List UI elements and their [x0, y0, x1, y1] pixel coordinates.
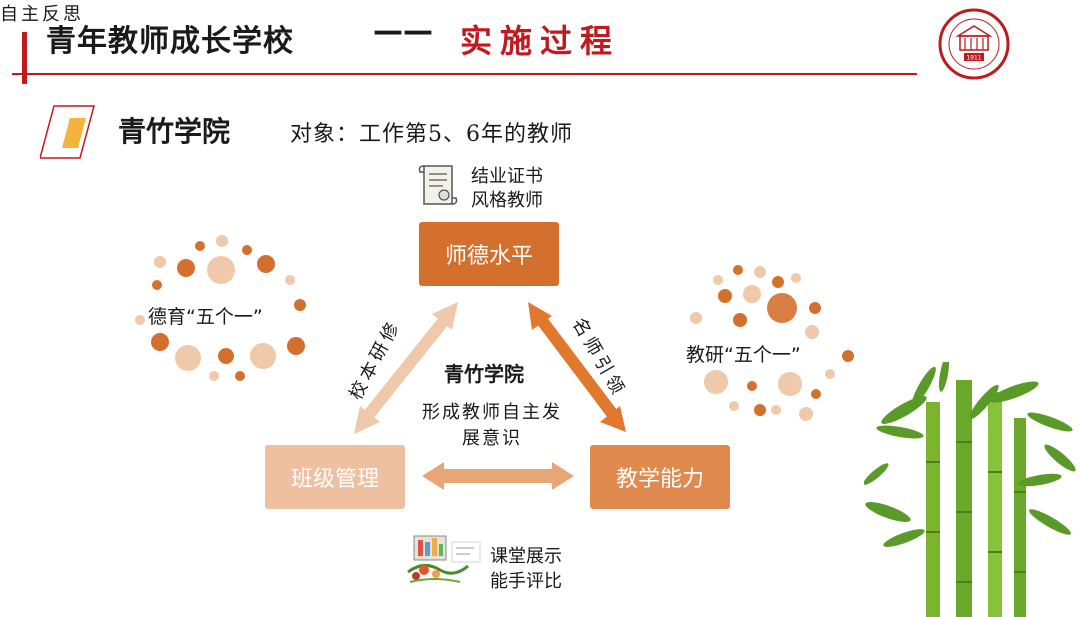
certificate-icon	[418, 165, 458, 205]
center-title: 青竹学院	[444, 362, 524, 386]
box-class-management-label: 班级管理	[290, 467, 379, 492]
arrow-label-school-training: 校本研修	[345, 315, 406, 404]
header-bar	[22, 32, 27, 84]
classroom-award-icon	[407, 535, 481, 583]
bamboo-illustration	[864, 362, 1076, 617]
title-separator: ——	[373, 14, 433, 49]
section-target: 对象：工作第5、6年的教师	[290, 122, 573, 147]
certificate-line2: 风格教师	[471, 190, 543, 211]
arrow-label-master-guidance: 名师引领	[567, 314, 630, 402]
box-teaching-ability-label: 教学能力	[615, 467, 704, 492]
title-accent: 实施过程	[460, 22, 621, 60]
box-teacher-ethics: 师德水平	[419, 222, 559, 286]
moral-education-label: 德育“五个一”	[148, 306, 263, 328]
section-title: 青竹学院	[118, 115, 231, 148]
header-underline	[12, 73, 917, 75]
school-logo: 1911	[938, 8, 1010, 80]
center-description-line2: 展意识	[462, 428, 522, 449]
arrow-label-self-reflection: 自主反思	[0, 4, 84, 25]
bamboo-leaves	[864, 362, 1076, 547]
box-teaching-ability: 教学能力	[590, 445, 730, 509]
center-description-line1: 形成教师自主发	[422, 402, 562, 423]
logo-year: 1911	[966, 55, 981, 62]
teaching-research-label: 教研“五个一”	[686, 344, 801, 366]
bamboo-stalks	[926, 380, 1026, 617]
section-marker-icon	[40, 105, 95, 159]
classroom-line1: 课堂展示	[490, 546, 562, 567]
arrow-bottom-horizontal	[422, 462, 574, 490]
page-title: 青年教师成长学校	[46, 24, 294, 59]
certificate-line1: 结业证书	[471, 166, 543, 187]
box-teacher-ethics-label: 师德水平	[444, 244, 533, 269]
box-class-management: 班级管理	[265, 445, 405, 509]
classroom-line2: 能手评比	[490, 571, 562, 592]
